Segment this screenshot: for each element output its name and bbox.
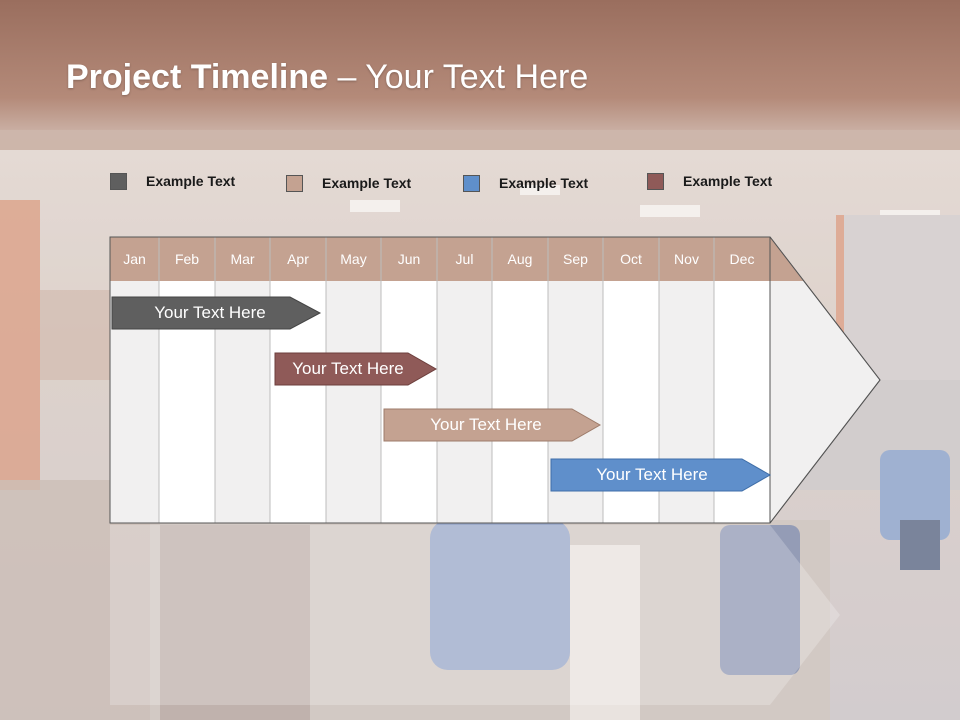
legend-label-4: Example Text bbox=[683, 173, 773, 189]
slide-title: Project Timeline – Your Text Here bbox=[66, 58, 588, 97]
legend-swatch-4 bbox=[647, 172, 664, 190]
task-bar-3 bbox=[383, 408, 602, 442]
legend-label-2: Example Text bbox=[322, 175, 412, 191]
month-jan: Jan bbox=[123, 251, 146, 267]
task-bar-2 bbox=[274, 352, 438, 386]
task-label-4: Your Text Here bbox=[596, 465, 708, 484]
legend-swatch-2 bbox=[286, 174, 303, 192]
month-jun: Jun bbox=[397, 251, 421, 267]
task-label-2: Your Text Here bbox=[292, 359, 404, 378]
timeline-reflection bbox=[110, 525, 840, 705]
legend-item-3: Example Text bbox=[463, 172, 588, 194]
task-label-1: Your Text Here bbox=[154, 303, 266, 322]
month-feb: Feb bbox=[174, 251, 200, 267]
legend-item-2: Example Text bbox=[286, 172, 411, 194]
legend-label-3: Example Text bbox=[499, 175, 589, 191]
title-rest: – Your Text Here bbox=[328, 58, 589, 96]
month-nov: Nov bbox=[674, 251, 699, 267]
legend-swatch-3 bbox=[463, 174, 480, 192]
task-bar-1 bbox=[111, 296, 322, 330]
month-oct: Oct bbox=[620, 251, 642, 267]
month-jul: Jul bbox=[455, 251, 474, 267]
legend-item-4: Example Text bbox=[647, 170, 772, 192]
month-sep: Sep bbox=[563, 251, 588, 267]
title-bold: Project Timeline bbox=[66, 58, 329, 96]
month-may: May bbox=[340, 251, 367, 267]
task-label-3: Your Text Here bbox=[430, 415, 542, 434]
month-aug: Aug bbox=[507, 251, 533, 267]
legend-swatch-1 bbox=[110, 172, 127, 190]
month-apr: Apr bbox=[287, 251, 309, 267]
month-mar: Mar bbox=[230, 251, 255, 267]
task-bar-4 bbox=[550, 458, 772, 492]
legend-item-1: Example Text bbox=[110, 170, 235, 192]
legend-label-1: Example Text bbox=[146, 173, 236, 189]
month-dec: Dec bbox=[729, 251, 755, 267]
month-header-band bbox=[110, 237, 804, 281]
